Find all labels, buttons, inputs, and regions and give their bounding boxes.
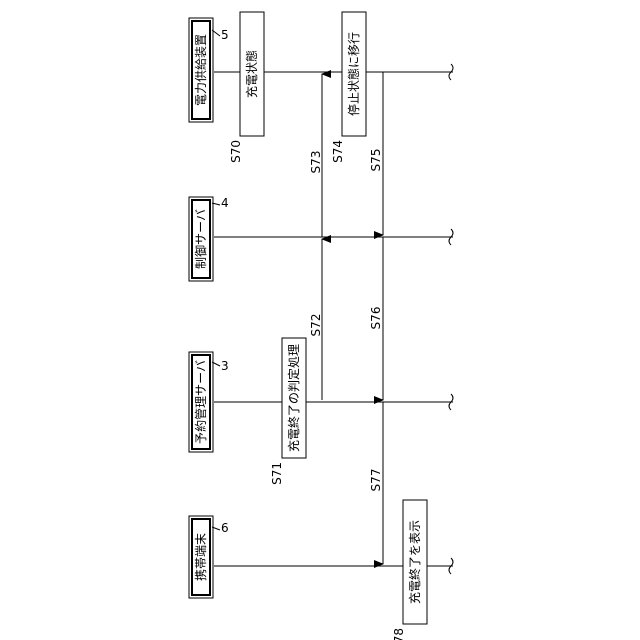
message-S77-step: S77 <box>369 469 383 492</box>
message-S75: S75 <box>369 72 383 235</box>
activity-S71-text: 充電終了の判定処理 <box>286 344 301 452</box>
message-S75-step: S75 <box>369 149 383 172</box>
message-S76: S76 <box>369 237 383 400</box>
message-S76-step: S76 <box>369 307 383 330</box>
actor-mobile-ref: 6 <box>221 521 229 535</box>
actor-power: 電力供給装置 5 <box>189 18 229 122</box>
activity-S74: 停止状態に移行 S74 <box>331 12 366 163</box>
message-S72: S72 <box>309 239 323 400</box>
actor-power-label: 電力供給装置 <box>194 34 208 106</box>
activity-S70-text: 充電状態 <box>244 50 259 98</box>
message-S73-step: S73 <box>309 151 323 174</box>
activity-S74-text: 停止状態に移行 <box>346 32 361 116</box>
actor-mobile: 携帯端末 6 <box>189 516 229 598</box>
activity-S70: 充電状態 S70 <box>229 12 264 163</box>
activity-S71: 充電終了の判定処理 S71 <box>270 338 306 485</box>
actor-power-ref: 5 <box>221 28 229 42</box>
activity-S71-step: S71 <box>270 462 284 485</box>
activity-S70-step: S70 <box>229 140 243 163</box>
actor-control-label: 制御サーバ <box>193 209 208 269</box>
message-S72-step: S72 <box>309 314 323 337</box>
actor-control-ref: 4 <box>221 196 229 210</box>
actor-control: 制御サーバ 4 <box>189 196 229 281</box>
actor-reservation-ref: 3 <box>221 359 229 373</box>
actor-mobile-label: 携帯端末 <box>193 533 208 581</box>
activity-S74-step: S74 <box>331 140 345 163</box>
activity-S78-text: 充電終了を表示 <box>407 520 422 604</box>
actor-reservation-label: 予約管理サーバ <box>193 360 208 444</box>
activity-S78: 充電終了を表示 S78 <box>392 500 427 640</box>
message-S77: S77 <box>369 402 383 564</box>
activity-S78-step: S78 <box>392 628 406 640</box>
message-S73: S73 <box>309 74 323 237</box>
